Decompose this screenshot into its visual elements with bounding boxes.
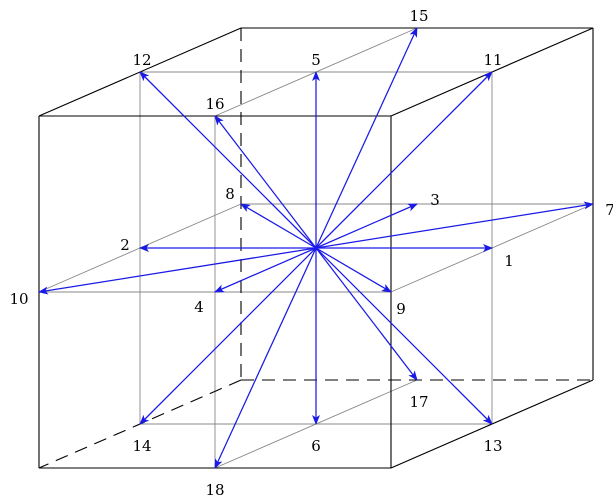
vector-label-16: 16 bbox=[205, 95, 224, 113]
velocity-vector-16 bbox=[214, 115, 317, 249]
velocity-vector-8 bbox=[240, 203, 317, 249]
velocity-vector-12 bbox=[139, 71, 317, 249]
vector-label-11: 11 bbox=[483, 51, 502, 69]
vector-label-3: 3 bbox=[430, 191, 440, 209]
velocity-vector-7 bbox=[315, 201, 594, 249]
vector-label-4: 4 bbox=[194, 298, 204, 316]
vector-label-9: 9 bbox=[396, 300, 406, 318]
velocity-vector-18 bbox=[214, 247, 317, 469]
vector-label-17: 17 bbox=[409, 393, 428, 411]
vector-label-6: 6 bbox=[311, 437, 321, 455]
vector-label-5: 5 bbox=[311, 51, 321, 69]
vector-label-15: 15 bbox=[409, 7, 428, 25]
velocity-vector-10 bbox=[38, 247, 317, 295]
vector-label-10: 10 bbox=[9, 290, 28, 308]
vector-label-12: 12 bbox=[132, 51, 151, 69]
vector-label-18: 18 bbox=[205, 481, 224, 499]
velocity-vector-14 bbox=[139, 247, 317, 425]
velocity-vectors bbox=[38, 27, 594, 469]
velocity-vector-15 bbox=[315, 27, 418, 249]
vector-label-1: 1 bbox=[504, 252, 514, 270]
velocity-vector-17 bbox=[315, 247, 418, 381]
vector-label-7: 7 bbox=[605, 201, 613, 219]
vector-label-8: 8 bbox=[225, 185, 235, 203]
velocity-vector-11 bbox=[315, 71, 493, 249]
vector-label-2: 2 bbox=[120, 236, 130, 254]
vector-label-14: 14 bbox=[132, 437, 151, 455]
velocity-vector-4 bbox=[214, 247, 317, 293]
vector-label-13: 13 bbox=[483, 437, 502, 455]
velocity-vector-3 bbox=[315, 203, 418, 249]
velocity-vector-13 bbox=[315, 247, 493, 425]
velocity-vector-9 bbox=[315, 247, 392, 293]
